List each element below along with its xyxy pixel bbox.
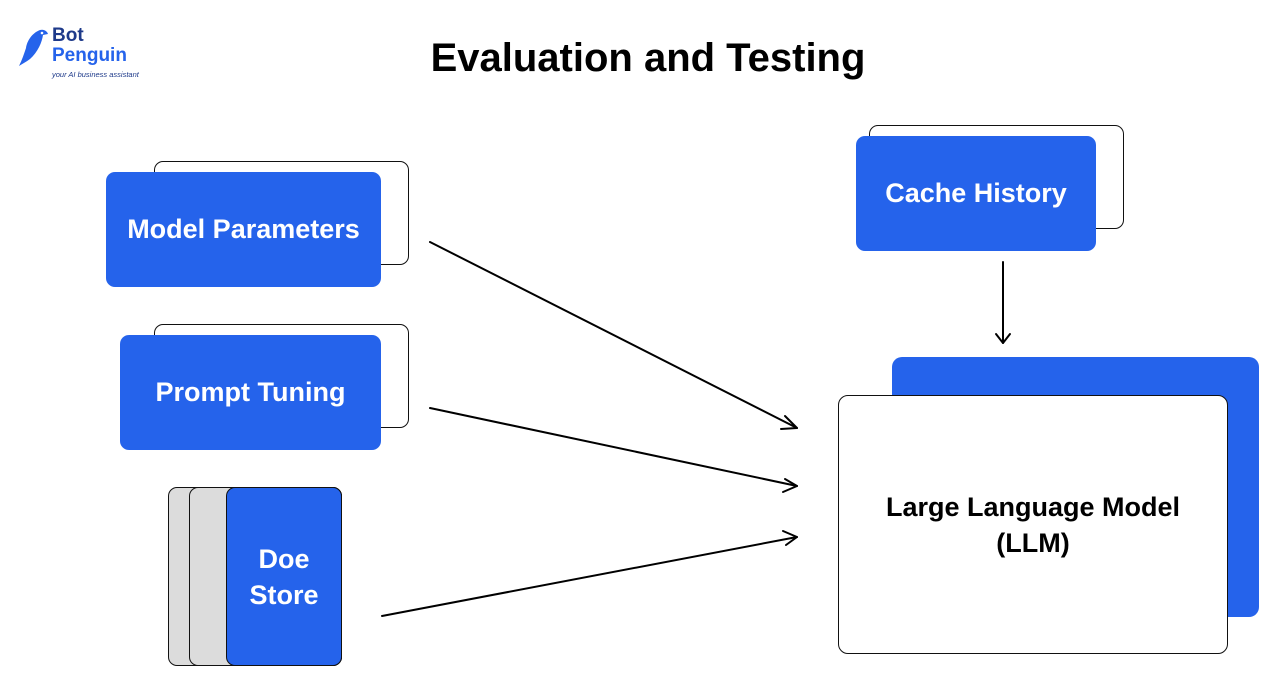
llm-node: Large Language Model (LLM) [838, 395, 1228, 654]
model-parameters-node: Model Parameters [106, 172, 381, 287]
logo-tagline: your AI business assistant [52, 70, 139, 79]
arrow-prompt-tuning-to-llm [429, 407, 798, 493]
arrow-model-parameters-to-llm [429, 241, 798, 430]
penguin-bird-icon [19, 29, 48, 67]
doc-store-label-line2: Store [249, 579, 319, 610]
prompt-tuning-node: Prompt Tuning [120, 335, 381, 450]
cache-history-node: Cache History [856, 136, 1096, 251]
botpenguin-logo: Bot Penguin your AI business assistant [18, 26, 148, 82]
arrow-cache-history-to-llm [995, 261, 1011, 344]
logo-text-bot: Bot [52, 25, 84, 46]
arrow-doc-store-to-llm [381, 530, 798, 617]
doc-store-label-line1: Doe [258, 543, 310, 574]
logo-text-penguin: Penguin [52, 45, 127, 66]
llm-label-line2: (LLM) [996, 527, 1070, 558]
llm-label-line1: Large Language Model [885, 491, 1181, 522]
doc-store-node: Doe Store [226, 487, 342, 666]
diagram-title: Evaluation and Testing [430, 36, 866, 80]
